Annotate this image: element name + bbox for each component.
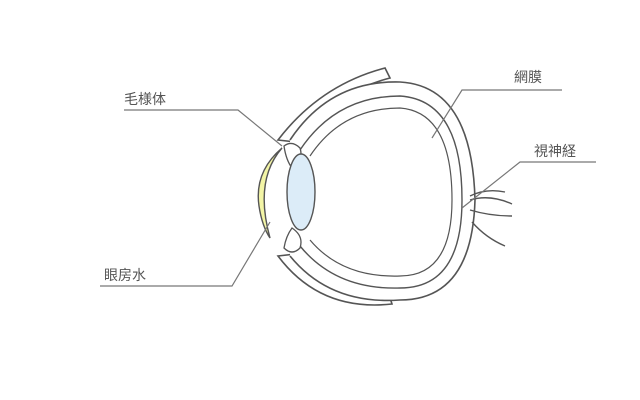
sclera-outer	[289, 81, 476, 302]
optic-nerve	[469, 189, 513, 247]
label-optic-nerve: 視神経	[534, 144, 576, 160]
label-retina: 網膜	[514, 70, 542, 86]
label-ciliary-body: 毛様体	[124, 92, 166, 108]
leader-aqueous-humor	[100, 221, 271, 287]
leader-retina	[431, 89, 562, 139]
lens	[286, 153, 316, 231]
retina-layer	[299, 95, 463, 289]
label-aqueous-humor: 眼房水	[104, 268, 146, 284]
choroid-layer	[309, 107, 453, 277]
leader-ciliary-body	[124, 109, 283, 147]
aqueous-humor-region	[257, 147, 283, 239]
leader-optic-nerve	[461, 161, 596, 209]
ciliary-body-lower	[283, 227, 302, 253]
